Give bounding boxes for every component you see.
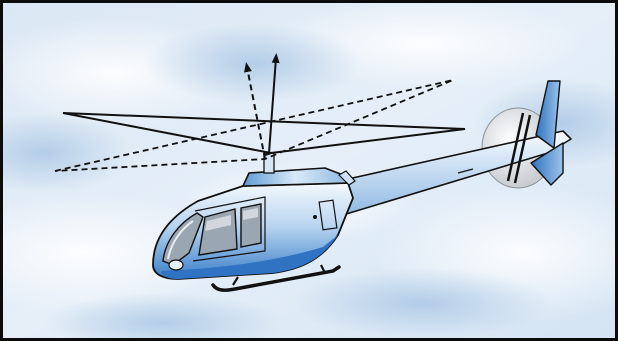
helicopter-diagram	[3, 3, 615, 338]
